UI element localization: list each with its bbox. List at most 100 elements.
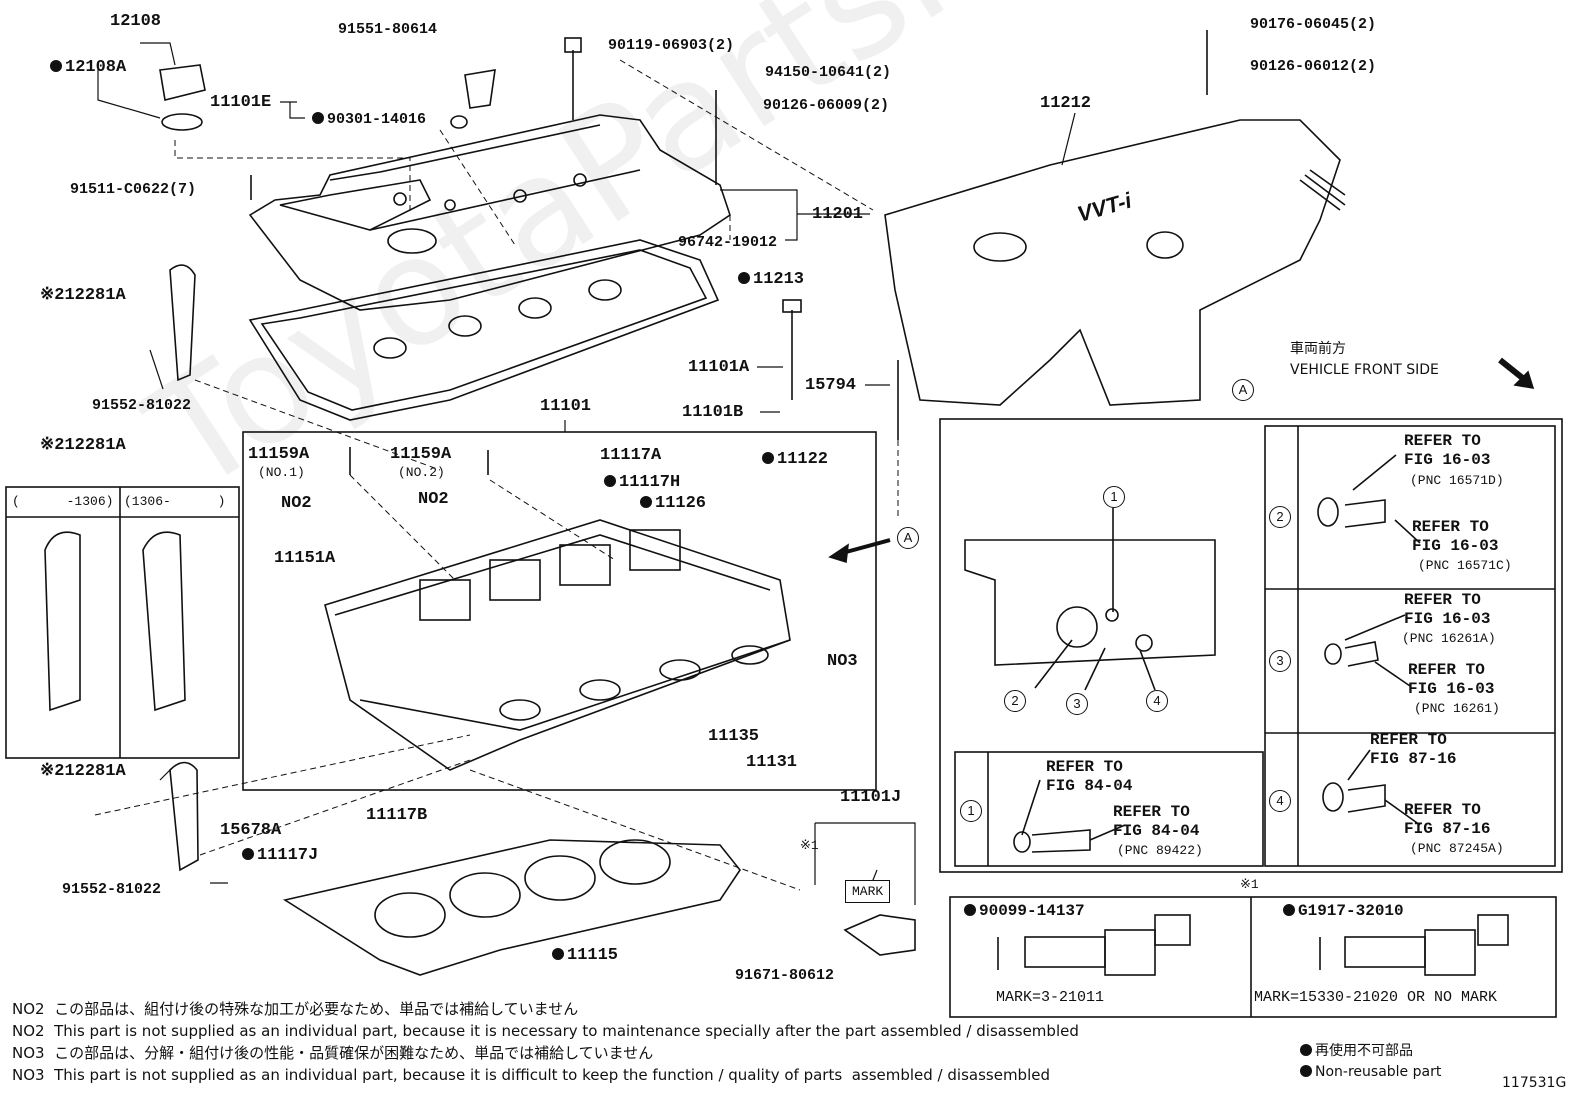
part-11159a-no1-note: (NO.1): [258, 465, 305, 480]
part-91551-80614: 91551-80614: [338, 21, 438, 38]
vehicle-front-jp: 車両前方: [1290, 341, 1346, 357]
legend-jp: 再使用不可部品: [1300, 1040, 1413, 1060]
part-90099-14137: 90099-14137: [964, 902, 1085, 921]
cylinder-head-drawing: [324, 519, 791, 771]
part-11101a: 11101A: [688, 358, 750, 377]
detail-circle-3: 3: [1066, 693, 1088, 715]
refer-3a[interactable]: REFER TO FIG 16-03: [1404, 591, 1491, 628]
inset-date-right: (1306- ): [124, 494, 226, 509]
note-no2-en: NO2 This part is not supplied as an indi…: [12, 1022, 1079, 1040]
sensor-drawing: [464, 69, 496, 109]
refer-4b[interactable]: REFER TO FIG 87-16: [1404, 801, 1491, 838]
oil-filler-cap-drawing: [159, 64, 206, 131]
part-12281a-inset-number: 12281A: [64, 436, 126, 455]
refer-4b-pnc: (PNC 87245A): [1410, 841, 1504, 856]
part-11117b: 11117B: [366, 806, 428, 825]
part-96742-19012: 96742-19012: [678, 234, 778, 251]
valve-cover-drawing: [248, 114, 731, 311]
detail-a-frame: [939, 418, 1563, 873]
part-91511-c0622: 91511-C0622(7): [70, 181, 197, 198]
detail-circle-2: 2: [1004, 690, 1026, 712]
part-11117j: 11117J: [242, 846, 318, 865]
part-90126-06009: 90126-06009(2): [763, 97, 890, 114]
part-91552-81022-top: 91552-81022: [92, 397, 192, 414]
part-11101j: 11101J: [840, 788, 902, 807]
detail-circle-4: 4: [1146, 690, 1168, 712]
detail-a-block-drawing: [964, 508, 1216, 691]
part-11159a-no1: 11159A: [248, 445, 310, 464]
refer-1b[interactable]: REFER TO FIG 84-04: [1113, 803, 1200, 840]
part-11159a-no2-note: (NO.2): [398, 465, 445, 480]
part-11115: 11115: [552, 946, 618, 965]
row-circle-1: 1: [960, 800, 982, 822]
row-circle-2: 2: [1269, 506, 1291, 528]
part-11101e: 11101E: [210, 93, 272, 112]
part-11212: 11212: [1040, 94, 1092, 113]
dashed-guides: [94, 59, 899, 891]
head-gasket-drawing: [282, 839, 741, 976]
inset-date-left: ( -1306): [12, 494, 114, 509]
refer-4a[interactable]: REFER TO FIG 87-16: [1370, 731, 1457, 768]
mark-15330-21020: MARK=15330-21020 OR NO MARK: [1254, 989, 1498, 1006]
hook-inset-frame: [5, 486, 240, 759]
valve-cover-gasket-drawing: [248, 239, 720, 421]
sensor-detail-drawing: [1013, 779, 1126, 853]
refer-3b-pnc: (PNC 16261): [1414, 701, 1500, 716]
refer-2b[interactable]: REFER TO FIG 16-03: [1412, 518, 1499, 555]
part-91671-80612: 91671-80612: [735, 967, 835, 984]
part-90301-14016: 90301-14016: [312, 110, 426, 129]
part-11213: 11213: [738, 270, 804, 289]
part-11131: 11131: [746, 753, 798, 772]
note-no2-jp: NO2 この部品は、組付け後の特殊な加工が必要なため、単品では補給していません: [12, 1000, 579, 1018]
part-15678a: 15678A: [220, 821, 282, 840]
refer-3a-pnc: (PNC 16261A): [1402, 631, 1496, 646]
vehicle-front-en: VEHICLE FRONT SIDE: [1290, 362, 1439, 378]
engine-cover-drawing: VVT-i: [884, 119, 1346, 406]
part-11122: 11122: [762, 450, 828, 469]
detail-circle-1: 1: [1103, 486, 1125, 508]
note-no2-b: NO2: [418, 490, 449, 509]
part-g1917-32010: G1917-32010: [1283, 902, 1404, 921]
part-11159a-no2: 11159A: [390, 445, 452, 464]
star2-mark: ※2: [40, 286, 65, 305]
star1-frame: [949, 896, 1557, 1018]
note-no3: NO3: [827, 652, 858, 671]
star1-mark-ocv: ※1: [800, 838, 819, 853]
legend-en: Non-reusable part: [1300, 1064, 1441, 1080]
cylinder-head-frame: [242, 431, 877, 791]
part-12108a: 12108A: [50, 58, 126, 77]
star2-mark-bottom: ※2: [40, 762, 65, 781]
part-12281a-top: ※212281A: [40, 286, 126, 305]
part-94150-10641: 94150-10641(2): [765, 64, 892, 81]
refer-1b-pnc: (PNC 89422): [1117, 843, 1203, 858]
part-11201: 11201: [812, 205, 864, 224]
mark-box: MARK: [845, 880, 891, 903]
part-90119-06903: 90119-06903(2): [608, 37, 735, 54]
part-11101b: 11101B: [682, 403, 744, 422]
note-no3-jp: NO3 この部品は、分解・組付け後の性能・品質確保が困難なため、単品では補給して…: [12, 1044, 654, 1062]
vehicle-front-arrow: [1498, 357, 1527, 383]
part-15794: 15794: [805, 376, 857, 395]
part-11135: 11135: [708, 727, 760, 746]
ocv-drawings: [843, 914, 1509, 976]
mark-3-21011: MARK=3-21011: [996, 989, 1105, 1006]
callout-a-box: A: [1232, 379, 1254, 401]
svg-text:VVT-i: VVT-i: [1074, 187, 1135, 226]
engine-hooks: [44, 264, 199, 872]
note-no2-a: NO2: [281, 494, 312, 513]
part-12281a-bottom: ※212281A: [40, 762, 126, 781]
part-11151a: 11151A: [274, 549, 336, 568]
refer-2a-pnc: (PNC 16571D): [1410, 473, 1504, 488]
figure-id: 117531G: [1502, 1075, 1567, 1091]
refer-1a[interactable]: REFER TO FIG 84-04: [1046, 758, 1133, 795]
row-circle-3: 3: [1269, 650, 1291, 672]
leader-lines: [97, 42, 1076, 905]
refer-3b[interactable]: REFER TO FIG 16-03: [1408, 661, 1495, 698]
star1-box-mark: ※1: [1240, 877, 1259, 892]
star2-mark-inset: ※2: [40, 436, 65, 455]
part-90126-06012: 90126-06012(2): [1250, 58, 1377, 75]
part-12108: 12108: [110, 12, 162, 31]
part-11117h: 11117H: [604, 473, 680, 492]
refer-2a[interactable]: REFER TO FIG 16-03: [1404, 432, 1491, 469]
